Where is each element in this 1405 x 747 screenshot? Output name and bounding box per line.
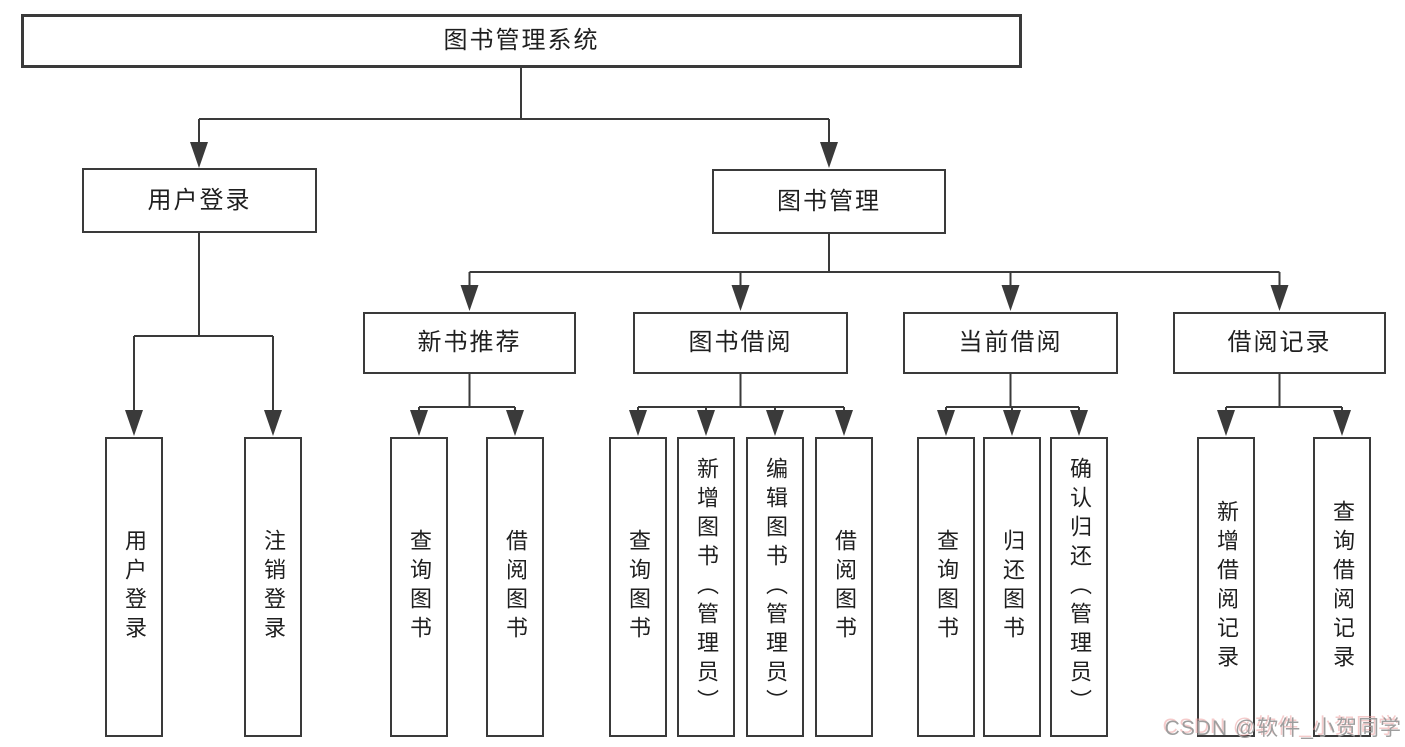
node-borrowing-records: 借阅记录 [1173,312,1386,374]
leaf-logout-login: 注销登录 [244,437,302,737]
leaf-query-books-recommend: 查询图书 [390,437,448,737]
node-user-login: 用户登录 [82,168,317,233]
node-book-management: 图书管理 [712,169,946,234]
node-current-borrowing: 当前借阅 [903,312,1118,374]
leaf-confirm-return-admin: 确认归还（管理员） [1050,437,1108,737]
leaf-return-book: 归还图书 [983,437,1041,737]
leaf-add-borrow-record: 新增借阅记录 [1197,437,1255,737]
leaf-user-login: 用户登录 [105,437,163,737]
node-library-management-system: 图书管理系统 [21,14,1022,68]
leaf-edit-book-admin: 编辑图书（管理员） [746,437,804,737]
leaf-add-book-admin: 新增图书（管理员） [677,437,735,737]
leaf-borrow-books-borrowing: 借阅图书 [815,437,873,737]
csdn-watermark: CSDN @软件_小贺同学 [1164,717,1402,740]
node-book-borrowing: 图书借阅 [633,312,848,374]
leaf-query-books-current: 查询图书 [917,437,975,737]
leaf-query-borrow-record: 查询借阅记录 [1313,437,1371,737]
leaf-query-books-borrowing: 查询图书 [609,437,667,737]
leaf-borrow-books-recommend: 借阅图书 [486,437,544,737]
node-new-book-recommend: 新书推荐 [363,312,576,374]
